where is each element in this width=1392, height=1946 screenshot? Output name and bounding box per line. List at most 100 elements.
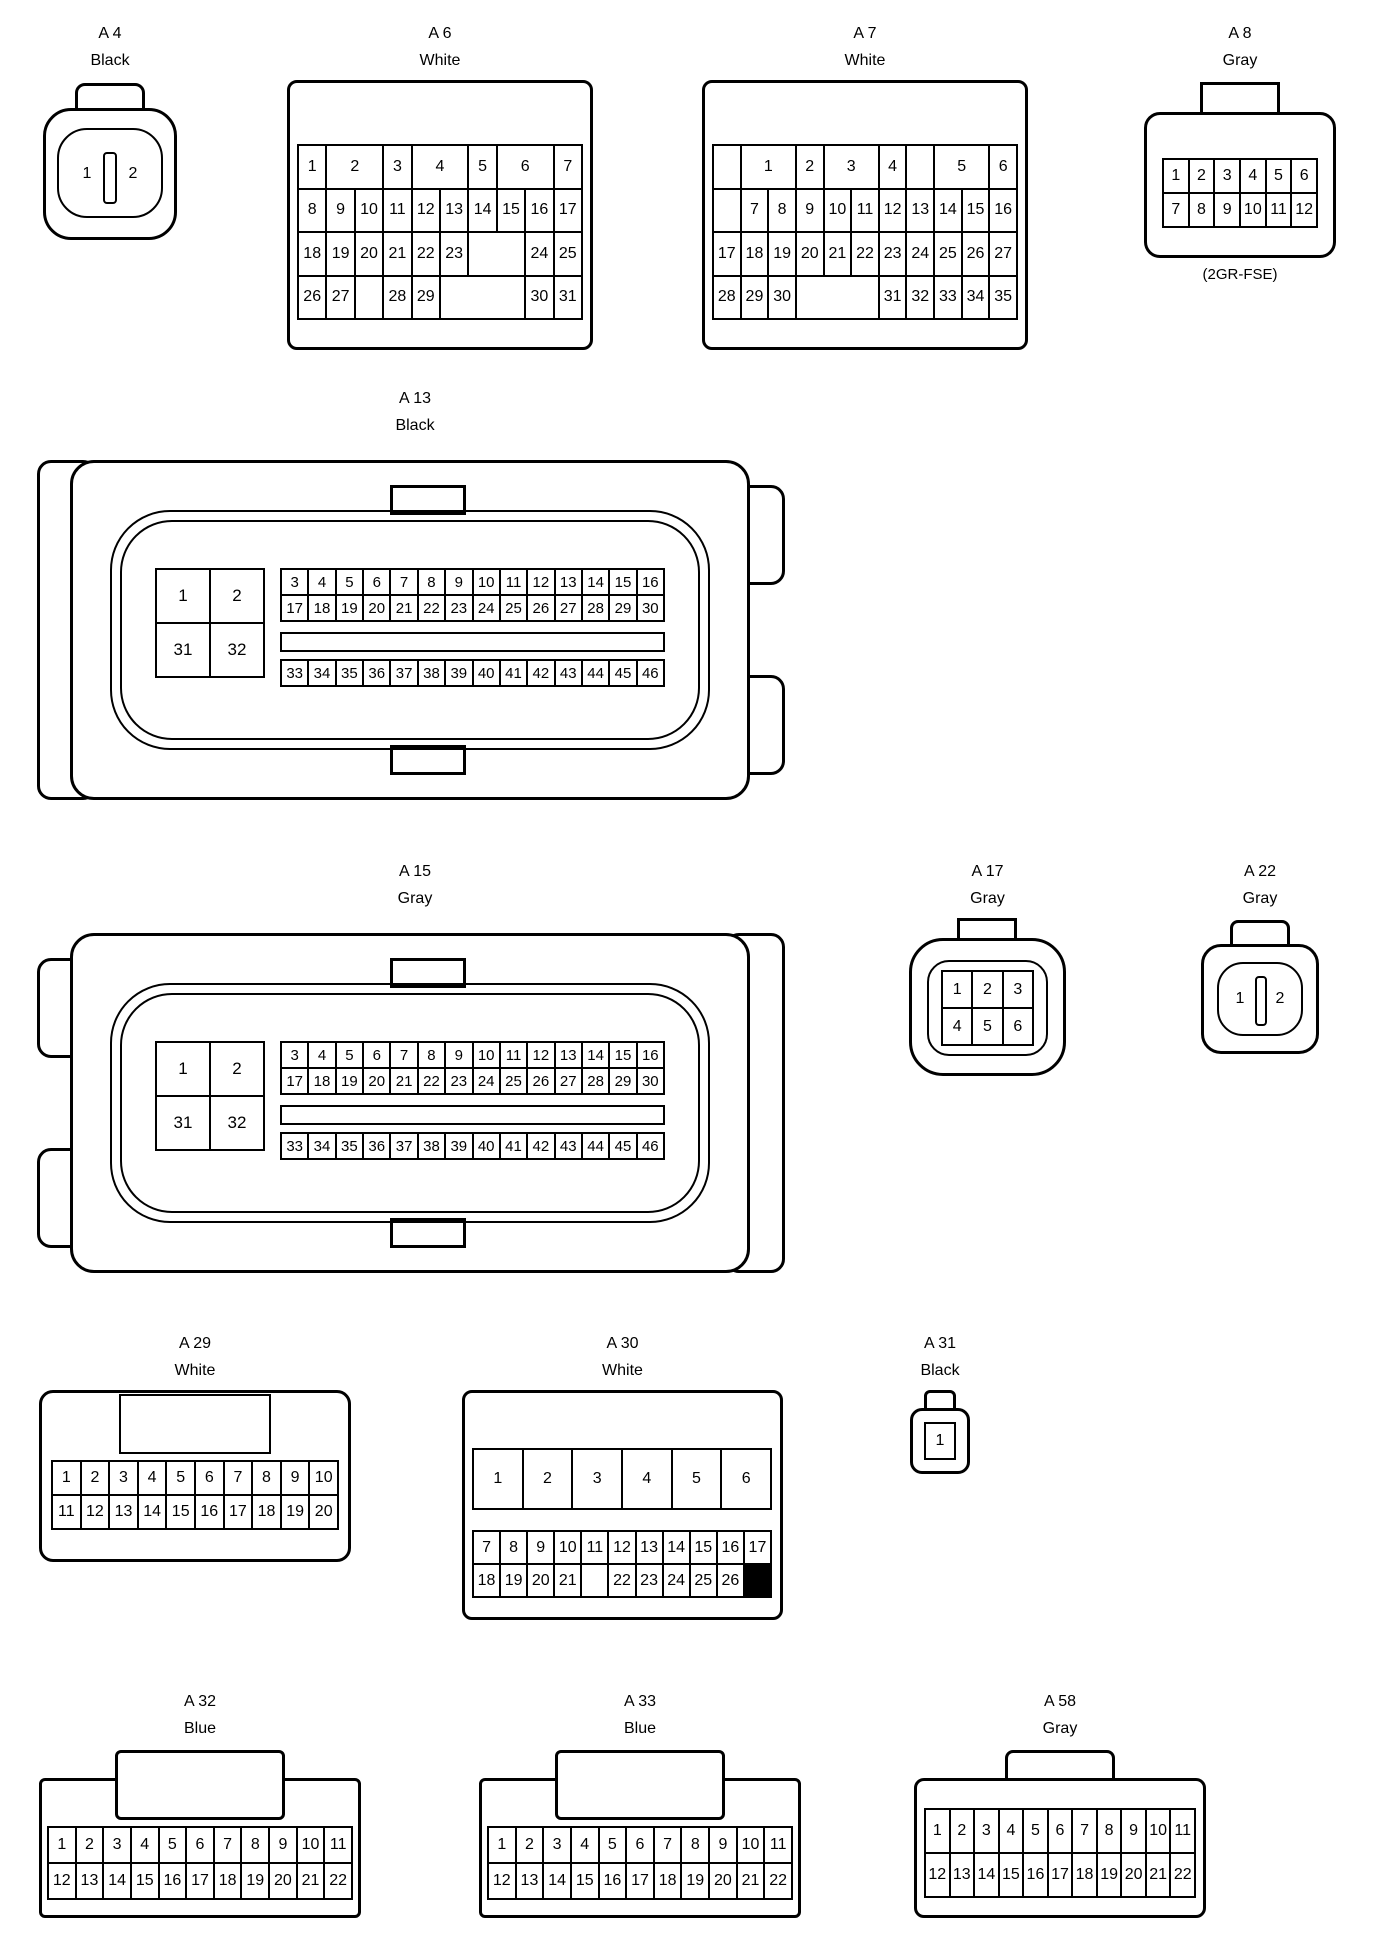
pin: 34 xyxy=(309,1134,335,1158)
pin: 17 xyxy=(554,189,581,231)
pin: 10 xyxy=(473,1043,499,1067)
pin: 12 xyxy=(412,189,439,231)
pin-grid-big: 1 2 31 32 xyxy=(155,568,265,678)
pin: 1 xyxy=(49,1828,75,1862)
pin: 21 xyxy=(1146,1854,1170,1896)
pin: 22 xyxy=(418,596,445,620)
pin: 43 xyxy=(555,1134,581,1158)
connector-id: A 8 xyxy=(1228,25,1252,42)
pin-grid: 33 34 35 36 37 38 39 40 41 42 43 44 45 4… xyxy=(280,659,665,687)
pin: 22 xyxy=(1171,1854,1194,1896)
connector-id: A 58 xyxy=(1043,1693,1077,1710)
pin-blank xyxy=(440,276,525,318)
pin: 14 xyxy=(104,1864,130,1898)
pin: 20 xyxy=(710,1864,736,1898)
connector-a31: A 31 Black 1 xyxy=(900,1330,980,1480)
pin-blank xyxy=(796,276,878,318)
pin: 12 xyxy=(879,189,906,231)
pin: 6 xyxy=(187,1828,213,1862)
pin: 2 xyxy=(211,1043,263,1095)
pin: 34 xyxy=(309,661,335,685)
pin: 6 xyxy=(1292,160,1316,192)
pin: 29 xyxy=(610,1069,636,1093)
pin: 17 xyxy=(744,1532,770,1563)
pin: 18 xyxy=(741,233,768,275)
pin-cavity xyxy=(57,128,163,218)
pin: 17 xyxy=(282,1069,308,1093)
pin: 10 xyxy=(824,189,851,231)
pin: 12 xyxy=(926,1854,949,1896)
pin: 33 xyxy=(935,276,961,318)
pin: 5 xyxy=(1266,160,1291,192)
pin-grid: 3 4 5 6 7 8 9 10 11 12 13 14 15 16 17 18… xyxy=(280,1041,665,1095)
pin: 34 xyxy=(962,276,989,318)
pin-blank xyxy=(582,1565,608,1596)
pin: 9 xyxy=(528,1532,554,1563)
pin: 4 xyxy=(879,146,906,188)
pin: 12 xyxy=(1292,194,1316,226)
pin: 26 xyxy=(528,1069,554,1093)
pin: 1 xyxy=(741,146,795,188)
pin: 7 xyxy=(224,1462,252,1494)
pin: 29 xyxy=(412,276,439,318)
pin: 1 xyxy=(299,146,326,188)
pin: 19 xyxy=(327,233,354,275)
pin: 19 xyxy=(769,233,795,275)
pin: 6 xyxy=(497,146,553,188)
pin: 28 xyxy=(384,276,411,318)
pin: 15 xyxy=(167,1496,194,1528)
pin: 30 xyxy=(637,596,663,620)
pin: 24 xyxy=(526,233,553,275)
pin: 17 xyxy=(627,1864,653,1898)
pin: 16 xyxy=(637,1043,663,1067)
pin: 1 xyxy=(1164,160,1188,192)
connector-a15: A 15 Gray 1 2 31 32 3 4 5 6 7 8 9 10 11 … xyxy=(35,858,795,1298)
pin: 35 xyxy=(990,276,1016,318)
pin: 1 xyxy=(1235,990,1245,1007)
pin: 11 xyxy=(384,189,411,231)
pin: 40 xyxy=(473,1134,499,1158)
pin: 3 xyxy=(110,1462,137,1494)
pin-grid: 1 xyxy=(924,1422,956,1460)
pin-divider xyxy=(1255,976,1267,1026)
pin: 16 xyxy=(1024,1854,1047,1896)
pin: 2 xyxy=(523,1450,572,1508)
pin: 12 xyxy=(609,1532,635,1563)
connector-id: A 32 xyxy=(183,1693,217,1710)
pin: 9 xyxy=(796,189,823,231)
pin-grid: 1 2 3 4 5 6 7 8 9 10 11 12 13 14 15 16 1… xyxy=(924,1808,1196,1898)
pin: 9 xyxy=(281,1462,309,1494)
pin: 3 xyxy=(384,146,411,188)
pin: 4 xyxy=(131,1828,158,1862)
pin: 37 xyxy=(391,661,417,685)
pin: 2 xyxy=(516,1828,543,1862)
pin: 10 xyxy=(297,1828,324,1862)
pin: 6 xyxy=(990,146,1016,188)
connector-a32: A 32 Blue 1 2 3 4 5 6 7 8 9 10 11 12 13 … xyxy=(35,1688,365,1923)
connector-body xyxy=(110,983,710,1223)
pin: 11 xyxy=(53,1496,80,1528)
pin: 46 xyxy=(637,661,663,685)
connector-a6: A 6 White 1 2 3 4 5 6 7 8 9 10 11 12 13 … xyxy=(285,20,595,350)
pin: 10 xyxy=(1146,1810,1170,1852)
pin: 23 xyxy=(446,1069,472,1093)
pin: 1 xyxy=(53,1462,80,1494)
pin: 22 xyxy=(765,1864,791,1898)
connector-id: A 31 xyxy=(923,1335,957,1352)
pin-blank xyxy=(907,146,934,188)
connector-color: White xyxy=(844,52,886,69)
pin: 2 xyxy=(1189,160,1214,192)
pin: 12 xyxy=(49,1864,75,1898)
pin: 43 xyxy=(555,661,581,685)
pin: 9 xyxy=(270,1828,296,1862)
pin: 8 xyxy=(242,1828,269,1862)
pin: 32 xyxy=(907,276,934,318)
connector-id: A 30 xyxy=(606,1335,639,1352)
pin: 28 xyxy=(714,276,740,318)
pin: 31 xyxy=(554,276,581,318)
pin-grid: 33 34 35 36 37 38 39 40 41 42 43 44 45 4… xyxy=(280,1132,665,1160)
pin: 20 xyxy=(270,1864,296,1898)
pin: 5 xyxy=(973,1009,1002,1044)
pin: 7 xyxy=(654,1828,681,1862)
pin: 32 xyxy=(211,624,263,676)
